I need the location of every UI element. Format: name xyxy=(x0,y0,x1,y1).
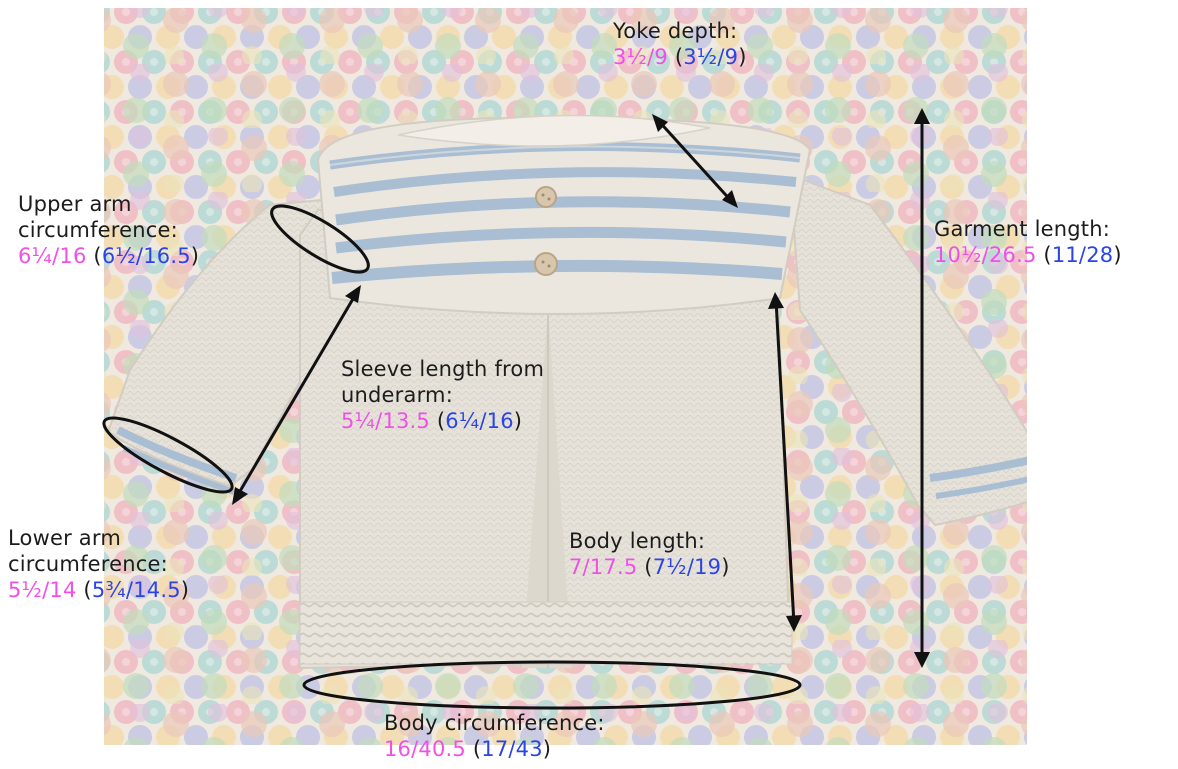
lower-arm-title-2: circumference: xyxy=(8,552,168,576)
upper-arm-alt: 6½/16.5 xyxy=(101,244,191,268)
body-length-arrow-icon xyxy=(768,292,802,632)
garment-length-alt: 11/28 xyxy=(1051,243,1114,267)
sleeve-length-arrow-icon xyxy=(232,285,361,505)
body-circumference-ellipse-icon xyxy=(302,660,802,710)
lower-arm-label: Lower arm circumference: 5½/14 (5¾/14.5) xyxy=(8,526,190,602)
body-length-primary: 7/17.5 xyxy=(569,555,638,579)
garment-length-title: Garment length: xyxy=(934,217,1111,241)
lower-arm-alt: 5¾/14.5 xyxy=(91,578,181,602)
sleeve-length-primary: 5¼/13.5 xyxy=(341,409,430,433)
body-circumference-primary: 16/40.5 xyxy=(384,737,466,761)
body-circumference-alt: 17/43 xyxy=(481,737,543,761)
upper-arm-ellipse-icon xyxy=(270,204,370,274)
garment-length-primary: 10½/26.5 xyxy=(934,243,1037,267)
button-bottom xyxy=(534,252,558,276)
lower-arm-primary: 5½/14 xyxy=(8,578,77,602)
sleeve-length-label: Sleeve length from underarm: 5¼/13.5 (6¼… xyxy=(341,357,545,433)
body-circumference-label: Body circumference: 16/40.5 (17/43) xyxy=(384,711,605,761)
upper-arm-primary: 6¼/16 xyxy=(18,244,87,268)
body-length-alt: 7½/19 xyxy=(652,555,722,579)
garment-length-arrow-icon xyxy=(914,108,930,668)
yoke-depth-alt: 3½/9 xyxy=(683,45,739,69)
button-top xyxy=(535,186,557,208)
lower-arm-ellipse-icon xyxy=(102,416,234,494)
yoke-depth-primary: 3½/9 xyxy=(613,45,668,69)
upper-arm-title-2: circumference: xyxy=(18,218,178,242)
sleeve-length-alt: 6¼/16 xyxy=(445,409,514,433)
garment-length-label: Garment length: 10½/26.5 (11/28) xyxy=(934,217,1122,267)
yoke-depth-label: Yoke depth: 3½/9 (3½/9) xyxy=(613,19,747,69)
sleeve-length-title-1: Sleeve length from xyxy=(341,357,545,381)
yoke-depth-arrow-icon xyxy=(652,114,738,208)
upper-arm-label: Upper arm circumference: 6¼/16 (6½/16.5) xyxy=(18,192,200,268)
body-circumference-title: Body circumference: xyxy=(384,711,605,735)
yoke-depth-title: Yoke depth: xyxy=(613,19,738,43)
upper-arm-title-1: Upper arm xyxy=(18,192,132,216)
body-length-label: Body length: 7/17.5 (7½/19) xyxy=(569,529,730,579)
sleeve-length-title-2: underarm: xyxy=(341,383,453,407)
lower-arm-title-1: Lower arm xyxy=(8,526,121,550)
body-length-title: Body length: xyxy=(569,529,706,553)
